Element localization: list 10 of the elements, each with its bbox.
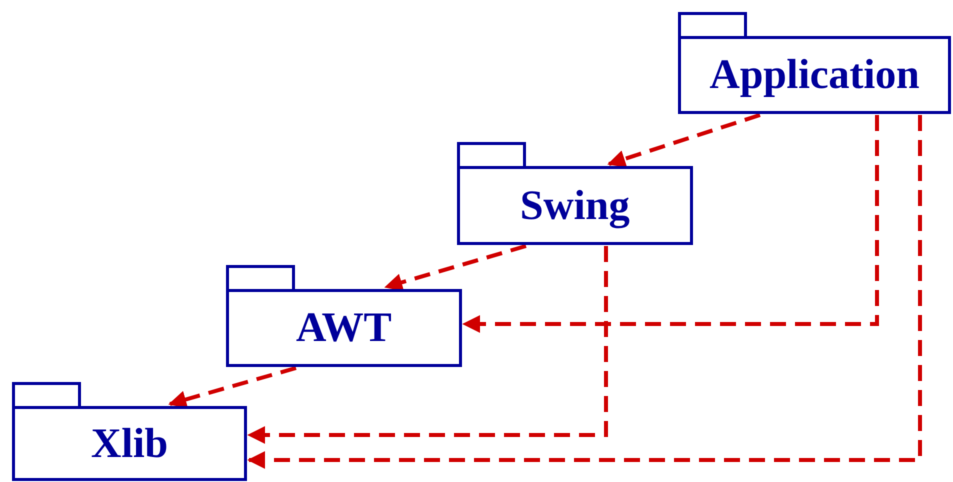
dependency-arrow	[607, 113, 761, 168]
package-name: Swing	[520, 184, 630, 226]
package-name: Application	[710, 54, 920, 96]
dependency-arrow	[247, 115, 922, 469]
dependency-arrow	[384, 244, 527, 292]
package-name: AWT	[296, 307, 392, 349]
package-name: Xlib	[91, 422, 168, 464]
dependency-arrow	[247, 246, 608, 444]
dependency-arrow	[168, 366, 297, 408]
dependency-arrow	[462, 115, 879, 333]
